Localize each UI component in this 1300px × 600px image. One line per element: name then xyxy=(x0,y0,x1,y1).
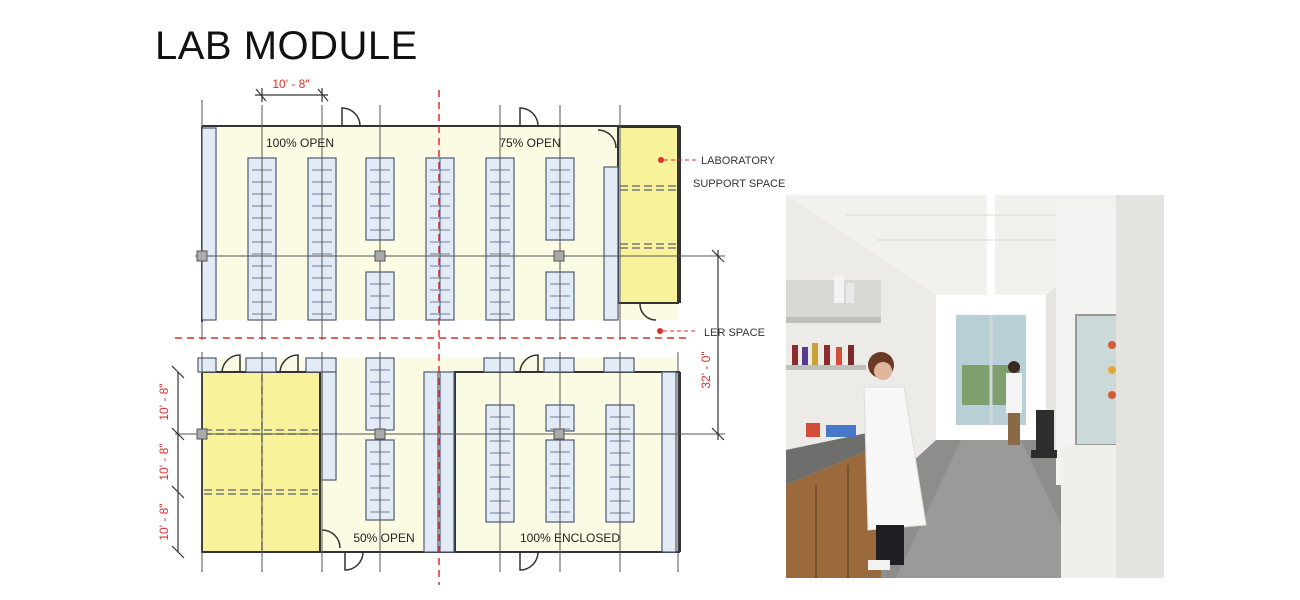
dimension-right-label: 32' - 0" xyxy=(699,351,713,388)
dimension-left-label-3: 10' - 8" xyxy=(157,503,171,540)
callout-ler: LER SPACE xyxy=(704,327,765,339)
dimension-left-label-1: 10' - 8" xyxy=(157,383,171,420)
dimension-left xyxy=(171,365,185,559)
zone-label-100-enclosed: 100% ENCLOSED xyxy=(520,531,620,545)
zone-label-100-open: 100% OPEN xyxy=(266,136,334,150)
support-space-bottom xyxy=(201,371,321,553)
ler-callout-dot xyxy=(657,328,663,334)
top-perimeter-benches xyxy=(201,127,619,321)
zone-label-75-open: 75% OPEN xyxy=(499,136,560,150)
page-title: LAB MODULE xyxy=(155,24,418,68)
dimension-right xyxy=(711,249,725,441)
callout-support-line2: SUPPORT SPACE xyxy=(693,178,785,190)
lab-interior-photo xyxy=(786,195,1164,578)
dimension-top xyxy=(255,88,329,102)
zone-label-50-open: 50% OPEN xyxy=(353,531,414,545)
dimension-top-label: 10' - 8" xyxy=(272,77,309,91)
support-callout-dot xyxy=(658,157,664,163)
callout-support-line1: LABORATORY xyxy=(701,155,776,167)
support-space-top xyxy=(617,126,679,304)
dimension-left-label-2: 10' - 8" xyxy=(157,443,171,480)
